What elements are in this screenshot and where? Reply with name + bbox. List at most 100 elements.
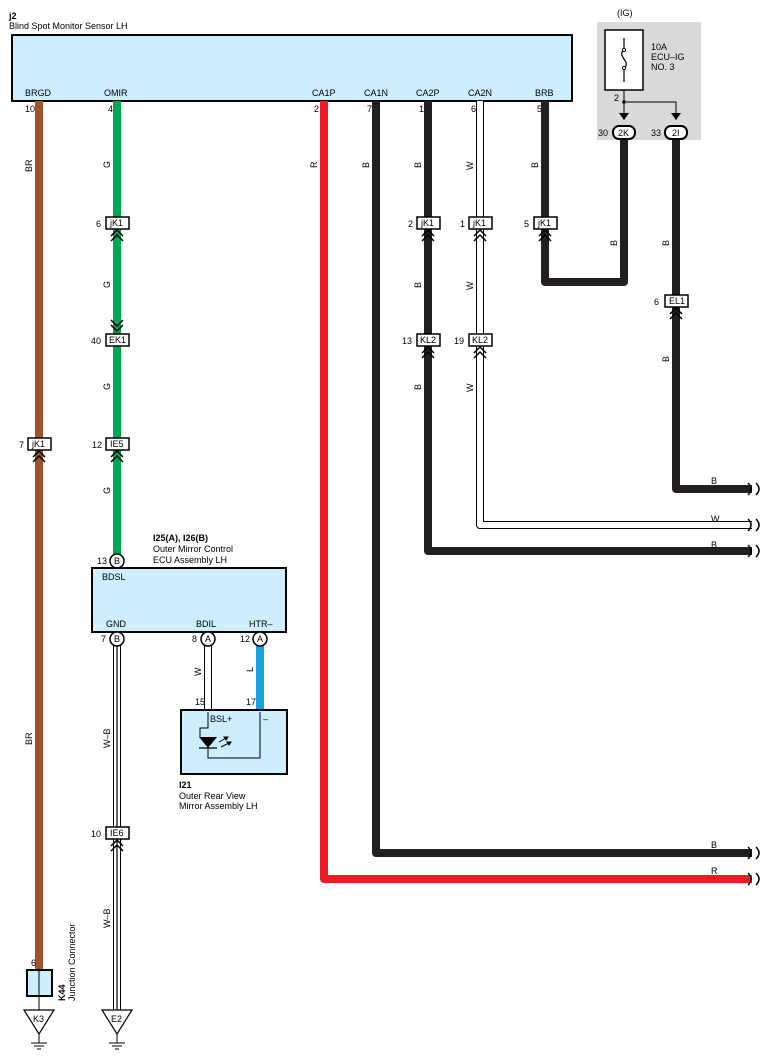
wire-label-w-h: W [711,514,720,524]
j2-blind-spot-monitor-sensor-box [11,34,573,102]
wire-label-g-4: G [102,487,112,494]
light-emission-icon [218,736,232,748]
ground-label: E2 [111,1014,122,1024]
j2-term-brgd: BRGD [25,88,52,98]
ecu-conn-b: B [114,556,120,566]
connector-label: jK1 [31,439,45,449]
wire-continuation-marks [747,482,760,886]
mirror-id: I21 [179,780,192,790]
j2-name: Blind Spot Monitor Sensor LH [9,21,128,31]
j2-id: j2 [8,11,17,21]
connector-2i: 2I 33 [651,125,688,140]
wire-b-ca2p [424,101,752,555]
wire-label-b-ca2p-3: B [413,384,423,390]
ecu-conn-b: B [114,634,120,644]
j2-term-ca1n: CA1N [364,88,388,98]
j2-pin-4: 4 [108,104,113,114]
connector-label: KL2 [472,335,488,345]
ground-k3-icon: K3 [22,1009,56,1050]
connector-label: KL2 [420,335,436,345]
wire-label-b-h3: B [711,840,717,850]
wire-label-b-2i-1: B [661,240,671,246]
connector-jk1-ca2p: jK1 2 [408,216,441,242]
mirror-name-2: Mirror Assembly LH [179,801,258,811]
k44-id: K44 [57,984,67,1001]
connector-label: IE6 [110,828,124,838]
k44-pin: 6 [31,958,36,968]
j2-term-brb: BRB [535,88,554,98]
wire-label-g-3: G [102,383,112,390]
ecu-pin-gnd [109,631,125,647]
ecu-pin-htr [252,631,268,647]
j2-pin-10: 10 [25,104,35,114]
ecu-term-htr: HTR– [249,619,273,629]
j2-pin-2: 2 [314,104,319,114]
connector-kl2-w: KL2 19 [454,333,493,359]
wire-label-b-h1: B [711,476,717,486]
j2-pin-5: 5 [537,104,542,114]
wire-label-b-ca2p-2: B [413,282,423,288]
connector-label: jK1 [537,218,551,228]
wire-label-b-brb: B [530,162,540,168]
j2-term-ca1p: CA1P [312,88,336,98]
fuse-name-2: NO. 3 [651,62,675,72]
pin-number: 40 [91,336,101,346]
wire-label-g-2: G [102,281,112,288]
wire-label-w-3: W [465,383,475,392]
ecu-pin-bdil [200,631,216,647]
pin-number: 33 [651,128,661,138]
j2-term-ca2p: CA2P [416,88,440,98]
ecu-id: I25(A), I26(B) [153,533,208,543]
wire-label-g-1: G [102,161,112,168]
ecu-name-2: ECU Assembly LH [153,555,227,565]
pin-number: 7 [19,440,24,450]
ecu-conn-a: A [257,634,263,644]
connector-label: jK1 [420,218,434,228]
mirror-pin-17: 17 [246,697,256,707]
connector-jk1-ca2n: jK1 1 [460,216,493,242]
j2-pin-7: 7 [367,104,372,114]
fuse-name-1: ECU–IG [651,52,685,62]
connector-kl2-b: KL2 13 [402,333,441,359]
connector-el1: EL1 6 [654,294,689,320]
ecu-name-1: Outer Mirror Control [153,544,233,554]
wire-label-w-2: W [465,281,475,290]
connector-ie5: IE5 12 [92,437,130,463]
ground-label: K3 [33,1014,44,1024]
connector-2k: 2K 30 [598,125,636,140]
wire-b-ca1n [372,101,752,857]
wire-label-wb-2: W–B [102,908,112,928]
wire-label-wb-1: W–B [102,728,112,748]
ecu-bdil-pin: 8 [192,634,197,644]
mirror-name-1: Outer Rear View [179,791,246,801]
wire-label-b-ca2p-1: B [413,162,423,168]
pin-number: 2 [408,219,413,229]
wire-label-br-1: BR [24,159,34,172]
connector-label: EL1 [669,296,685,306]
pin-number: 6 [96,219,101,229]
ground-e2-icon: E2 [100,1009,134,1050]
connector-ek1: EK1 40 [91,319,130,347]
pin-number: 19 [454,336,464,346]
wire-b-brb [541,101,628,286]
connector-label: EK1 [109,335,126,345]
connector-jk1-br: jK1 7 [19,437,52,463]
wire-label-br-2: BR [24,732,34,745]
wire-label-r: R [309,161,319,168]
fuse-out-pin: 2 [614,93,619,103]
ecu-gnd-pin: 7 [101,634,106,644]
j2-term-ca2n: CA2N [468,88,492,98]
wire-label-r-h: R [711,866,718,876]
pin-number: 12 [92,440,102,450]
ecu-term-bdil: BDIL [196,619,216,629]
ecu-term-gnd: GND [106,619,127,629]
mirror-term-bsl: BSL+ [210,714,232,724]
j2-pin-1: 1 [419,104,424,114]
connector-label: 2K [618,128,629,138]
wire-r [320,101,752,883]
ecu-term-bdsl: BDSL [102,572,126,582]
connector-label: jK1 [472,218,486,228]
mirror-pin-15: 15 [195,697,205,707]
k44-name: Junction Connector [67,923,77,1001]
ecu-bdsl-pin: 13 [97,556,107,566]
